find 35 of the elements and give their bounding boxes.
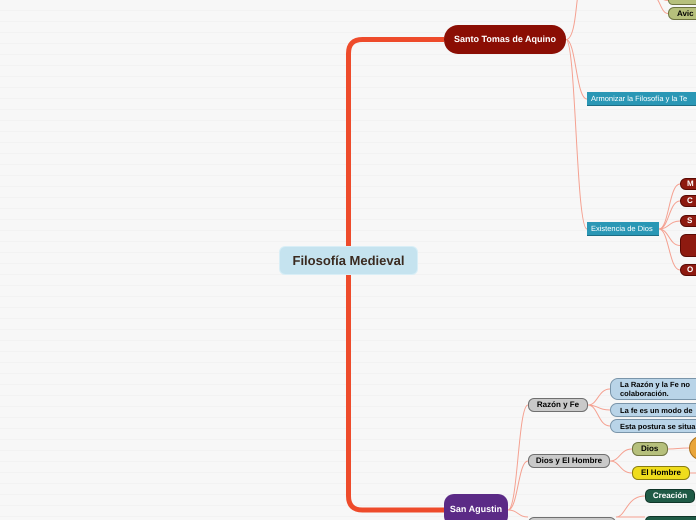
subtopic-box: Creación: [645, 489, 695, 503]
connector: [588, 388, 610, 406]
connector: [616, 496, 646, 518]
connector: [616, 516, 646, 518]
connector: [508, 510, 528, 518]
connector: [668, 448, 690, 450]
subtopic-box: Razón y Fe: [528, 398, 588, 412]
connector: [566, 39, 588, 100]
connector: [566, 39, 588, 230]
subtopic-box: S: [680, 215, 696, 227]
connector: [588, 404, 610, 410]
subtopic-box: C: [680, 195, 696, 207]
subtopic-box: O: [680, 264, 696, 276]
connector: [658, 228, 680, 270]
connector: [658, 184, 680, 230]
subtopic-box: Dios: [632, 442, 668, 456]
connector: [658, 220, 680, 230]
connector: [690, 472, 696, 474]
subtopic-box: El Hombre: [632, 466, 690, 480]
connector: [658, 228, 680, 246]
connector: [346, 275, 444, 512]
connector: [508, 460, 528, 510]
subtopic-box: Dios y El Hombre: [528, 454, 610, 468]
connector: [610, 448, 632, 462]
connector: [610, 460, 632, 474]
subtopic-box: M: [680, 178, 696, 190]
connector: [588, 404, 610, 426]
subtopic-box: Avic: [668, 7, 696, 20]
central-topic: Filosofía Medieval: [279, 246, 418, 275]
topic-box: San Agustin: [444, 494, 508, 520]
connector: [658, 200, 680, 230]
connector: [346, 37, 444, 246]
topic-box: Santo Tomas de Aquino: [444, 25, 566, 54]
connector: [508, 404, 528, 510]
connector: [566, 0, 578, 40]
